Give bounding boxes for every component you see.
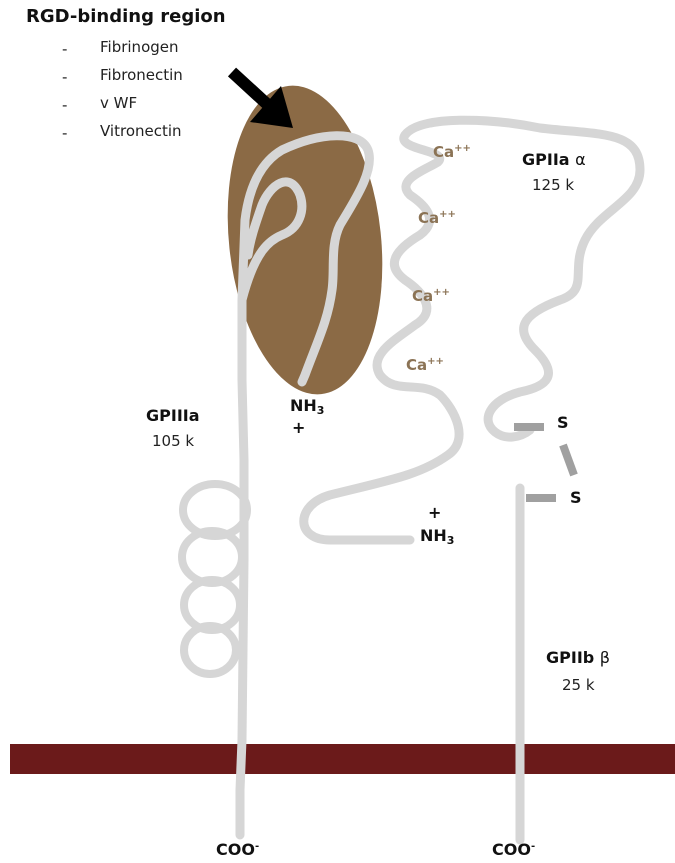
calcium-label: Ca++ [433, 144, 471, 160]
gp3a-coil [182, 484, 247, 674]
amino-terminus-sign: + [292, 420, 305, 436]
amino-terminus-gp2a: NH3 [420, 528, 454, 546]
sulfur-label-lower: S [570, 490, 582, 506]
gp2a-name: GPIIa [522, 150, 570, 169]
ligand-fibrinogen: Fibrinogen [100, 40, 179, 55]
disulfide-bond-link [563, 445, 574, 475]
gp2b-mass: 25 k [562, 678, 595, 693]
ligand-vitronectin: Vitronectin [100, 124, 182, 139]
gp2b-name: GPIIb [546, 648, 594, 667]
ligand-vwf: v WF [100, 96, 137, 111]
amino-terminus-sign: + [428, 505, 441, 521]
amino-terminus-gp3a: NH3 [290, 398, 324, 416]
gp3a-name: GPIIIa [146, 408, 200, 424]
gp2a-mass: 125 k [532, 178, 574, 193]
ligand-dash: - [62, 40, 67, 58]
ligand-dash: - [62, 68, 67, 86]
ligand-fibronectin: Fibronectin [100, 68, 183, 83]
gp2a-alpha-label: GPIIa α [522, 152, 586, 168]
ligand-dash: - [62, 124, 67, 142]
calcium-label: Ca++ [412, 288, 450, 304]
sulfur-label-upper: S [557, 415, 569, 431]
arrow-shaft [232, 72, 268, 105]
gp2b-beta-label: GPIIb β [546, 650, 610, 666]
beta-symbol: β [600, 648, 610, 667]
ligand-dash: - [62, 96, 67, 114]
gp3a-mass: 105 k [152, 434, 194, 449]
calcium-label: Ca++ [406, 357, 444, 373]
carboxy-terminus-gp3a: COO- [216, 842, 259, 858]
carboxy-terminus-gp2b: COO- [492, 842, 535, 858]
cell-membrane [10, 744, 675, 774]
calcium-label: Ca++ [418, 210, 456, 226]
alpha-symbol: α [575, 150, 586, 169]
rgd-heading: RGD-binding region [26, 8, 226, 26]
